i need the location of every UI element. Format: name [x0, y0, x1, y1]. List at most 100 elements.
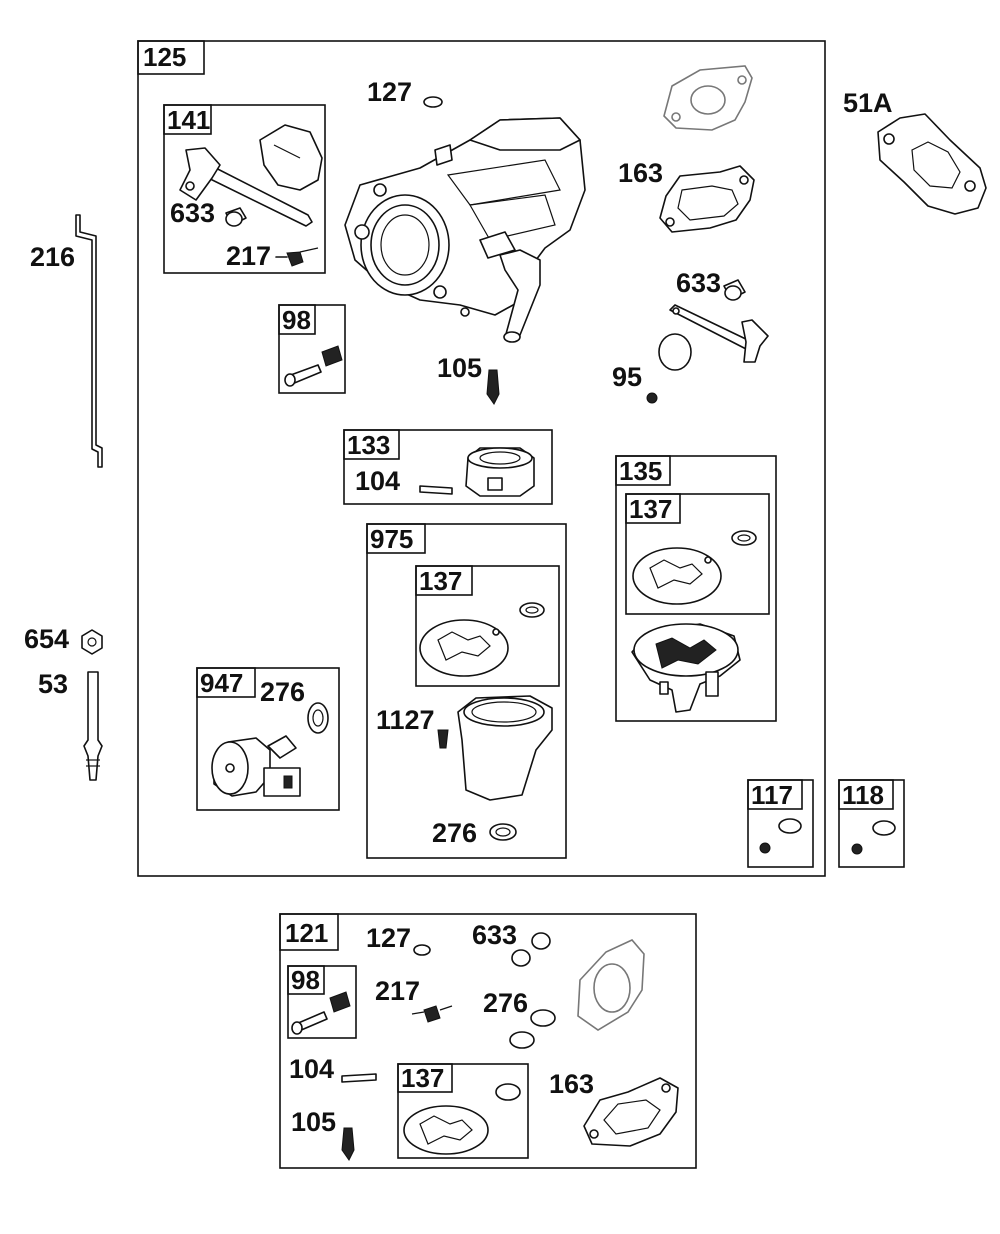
frame-975	[366, 523, 567, 859]
gasket-51A-bolt1	[883, 133, 895, 145]
frame-137-in135-tag	[625, 493, 681, 524]
gasket-ghost-top-bolt2	[737, 75, 747, 85]
throttle-lever	[741, 319, 769, 363]
label-217-141: 217	[226, 241, 271, 271]
label-276-947: 276	[260, 677, 305, 707]
gasket-163-top	[659, 165, 755, 233]
spring-98-top	[321, 345, 343, 367]
screw-95	[646, 392, 658, 404]
label-163-121: 163	[549, 1069, 594, 1099]
label-95: 95	[612, 362, 642, 392]
gasket-137-in121	[403, 1105, 489, 1155]
frame-141-tag	[163, 104, 212, 135]
gasket-ghost-top-hole	[690, 85, 726, 115]
gasket-ghost-121-hole	[593, 963, 631, 1013]
throttle-shaft-end	[672, 307, 680, 315]
carburetor-body	[344, 117, 586, 343]
frame-975-tag	[366, 523, 426, 554]
oring-127-top	[423, 96, 443, 108]
gasket-163-top-bolt1	[739, 175, 749, 185]
carb-body-135-nozzle	[705, 671, 719, 697]
solenoid-947-stem	[267, 735, 297, 759]
frame-121-tag	[279, 913, 339, 951]
label-276-975: 276	[432, 818, 477, 848]
oring-137-in975	[519, 602, 545, 618]
spring-217-141	[286, 251, 304, 267]
nut-654-hole	[87, 637, 97, 647]
label-217-121: 217	[375, 976, 420, 1006]
gasket-163-121-bolt1	[661, 1083, 671, 1093]
bushing-633-right-face	[724, 285, 742, 301]
oring-117	[778, 818, 802, 834]
frame-137-in121	[397, 1063, 529, 1159]
gasket-137-in135	[632, 547, 722, 605]
carb-body-135-channel	[655, 637, 717, 669]
label-105-121: 105	[291, 1107, 336, 1137]
oring-137-in135-inner	[737, 534, 751, 542]
box-label-947: 947	[200, 668, 243, 698]
spring-217-121	[423, 1005, 441, 1023]
gasket-137-in135-hole	[704, 556, 712, 564]
frame-118-tag	[838, 779, 894, 810]
gasket-163-top-opening	[677, 185, 739, 221]
label-654: 654	[24, 624, 69, 654]
label-127-top: 127	[367, 77, 412, 107]
frame-947-tag	[196, 667, 256, 698]
label-633-141: 633	[170, 198, 215, 228]
screw-117	[759, 842, 771, 854]
frame-947	[196, 667, 340, 811]
frame-135	[615, 455, 777, 722]
spring-98-bottom	[329, 991, 351, 1013]
box-label-117: 117	[751, 780, 793, 810]
box-label-137-in975: 137	[419, 566, 462, 596]
choke-plate-141	[259, 124, 323, 191]
frame-125	[137, 40, 826, 877]
choke-lever-141	[179, 147, 221, 201]
box-label-137-in135: 137	[629, 494, 672, 524]
spring-217-141-tail	[299, 247, 319, 253]
gasket-ghost-top-bolt1	[671, 112, 681, 122]
bushing-633-121b	[511, 949, 531, 967]
float-bowl-rim	[463, 697, 545, 727]
box-label-135: 135	[619, 456, 662, 486]
frame-137-in975-tag	[415, 565, 473, 596]
float-bowl-opening	[471, 701, 537, 723]
frame-125-tag	[137, 40, 205, 75]
box-label-975: 975	[370, 524, 413, 554]
throttle-plate	[658, 333, 692, 371]
gasket-163-top-bolt2	[665, 217, 675, 227]
oring-276-975	[489, 823, 517, 841]
gasket-137-in975-hole	[492, 628, 500, 636]
box-label-141: 141	[167, 105, 210, 135]
frame-135-tag	[615, 455, 671, 486]
float-133-tab	[487, 477, 503, 491]
frame-133	[343, 429, 553, 505]
label-105-top: 105	[437, 353, 482, 383]
screw-98-top-head	[284, 373, 296, 387]
oring-276-121b	[509, 1031, 535, 1049]
screw-1127	[437, 729, 449, 749]
label-51A: 51A	[843, 88, 893, 118]
box-label-118: 118	[842, 780, 884, 810]
oring-276-947	[307, 702, 329, 734]
gasket-137-in135-channel	[649, 559, 703, 589]
gasket-163-121-bolt2	[589, 1129, 599, 1139]
oring-118	[872, 820, 896, 836]
gasket-137-in975-channel	[437, 631, 491, 661]
gasket-51A-bolt2	[964, 180, 976, 192]
solenoid-947-connector	[263, 767, 301, 797]
frame-117-tag	[747, 779, 803, 810]
needle-105-121	[341, 1127, 355, 1161]
carb-body-135-pin	[659, 681, 669, 695]
oring-276-975-inner	[495, 827, 511, 837]
frame-133-tag	[343, 429, 400, 460]
label-104-133: 104	[355, 466, 400, 496]
gasket-137-in975	[419, 619, 509, 677]
frame-137-in135	[625, 493, 770, 615]
label-216: 216	[30, 242, 75, 272]
gasket-163-121-opening	[603, 1099, 661, 1135]
choke-lever-hole	[185, 181, 195, 191]
solenoid-947-terminal	[283, 775, 293, 789]
oring-127-121	[413, 944, 431, 956]
